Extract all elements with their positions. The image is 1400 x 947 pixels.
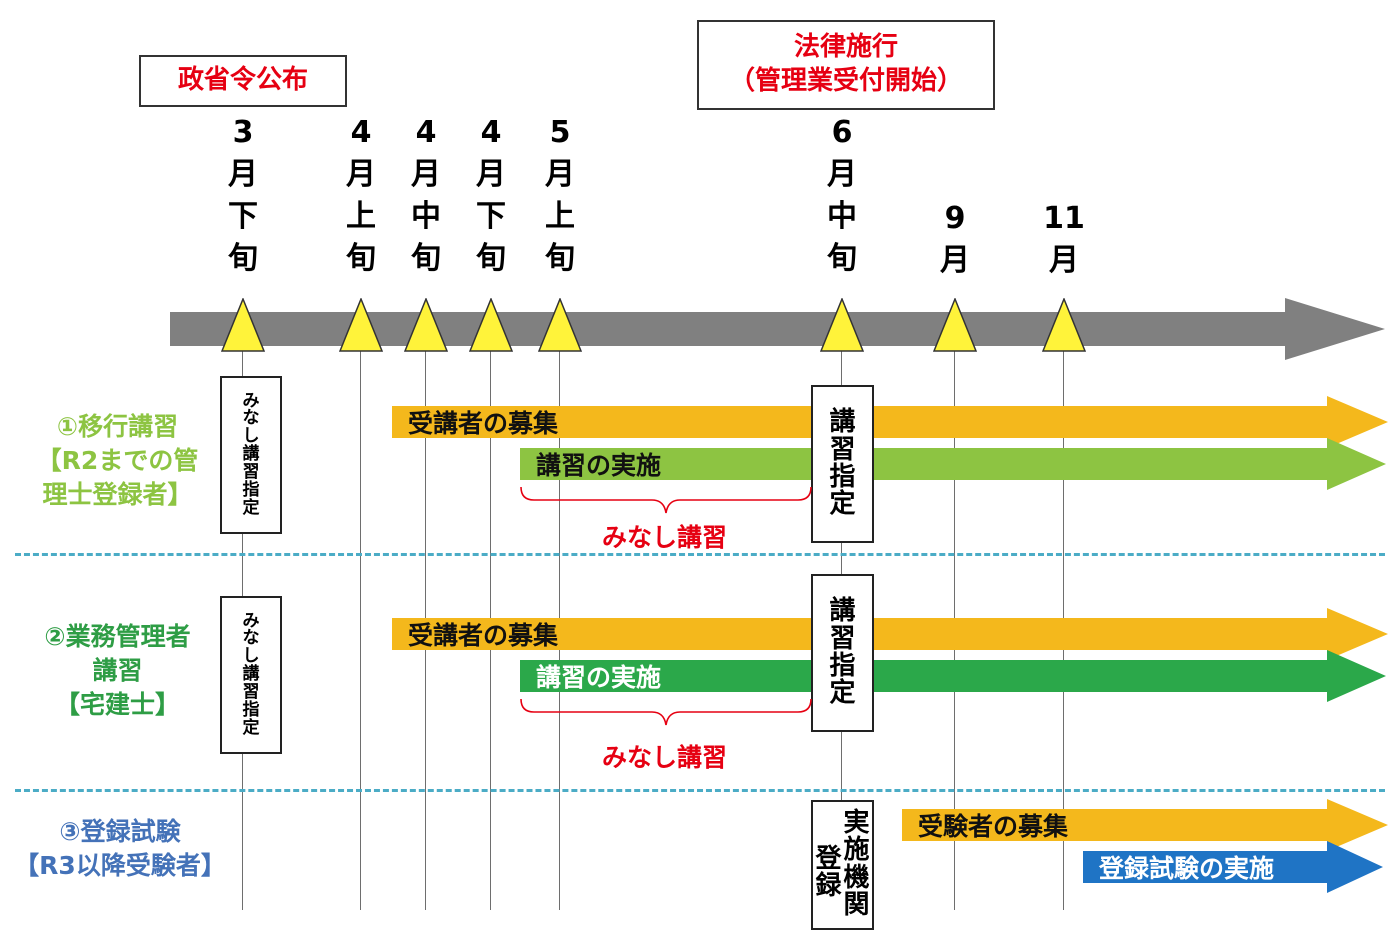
row3-recruit-label: 受験者の募集	[918, 812, 1069, 841]
guide-line-5	[559, 300, 560, 910]
row2-recruit-label: 受講者の募集	[408, 621, 559, 650]
callout-law-line2: （管理業受付開始）	[728, 66, 963, 96]
row1-label-line1: ①移行講習	[56, 412, 179, 441]
row1-label-line3: 理士登録者】	[42, 479, 193, 509]
row1-brace-label: みなし講習	[602, 523, 728, 552]
callout-law-line1: 法律施行	[793, 32, 898, 63]
marker-triangle-8	[1042, 298, 1086, 352]
row2-brace	[520, 698, 812, 726]
row2-label: ②業務管理者 講習 【宅建士】	[20, 620, 215, 721]
row3-exam-label-wrap: 登録試験の実施	[1083, 851, 1274, 883]
row2-conduct-label-wrap: 講習の実施	[520, 660, 661, 692]
row1-label-line2: 【R2までの管	[36, 445, 199, 475]
row3-label: ③登録試験 【R3以降受験者】	[10, 815, 230, 883]
row2-label-line3: 【宅建士】	[54, 689, 180, 719]
marker-triangle-6	[820, 298, 864, 352]
row2-brace-label: みなし講習	[602, 743, 728, 772]
row2-conduct-arrow	[520, 650, 1386, 702]
row3-recruit-arrow	[902, 799, 1388, 851]
callout-decree-text: 政省令公布	[177, 65, 308, 96]
marker-triangle-1	[221, 298, 265, 352]
guide-line-7	[954, 300, 955, 910]
row2-conduct-label: 講習の実施	[536, 663, 662, 692]
row1-recruit-label: 受講者の募集	[408, 409, 559, 438]
row1-conduct-label-wrap: 講習の実施	[520, 448, 661, 480]
marker-triangle-5	[538, 298, 582, 352]
callout-decree-publication: 政省令公布	[139, 55, 347, 107]
marker-triangle-4	[469, 298, 513, 352]
row3-box-col-registration: 登録	[815, 844, 842, 902]
guide-line-3	[425, 300, 426, 910]
row3-exam-label: 登録試験の実施	[1099, 854, 1275, 883]
guide-line-4	[490, 300, 491, 910]
guide-line-2	[360, 300, 361, 910]
row3-label-line1: ③登録試験	[59, 817, 181, 846]
row3-exam-arrow	[1083, 841, 1383, 893]
row3-label-line2: 【R3以降受験者】	[14, 850, 226, 880]
row1-label: ①移行講習 【R2までの管 理士登録者】	[20, 410, 215, 511]
row1-recruit-label-wrap: 受講者の募集	[392, 406, 558, 438]
marker-triangle-7	[933, 298, 977, 352]
guide-line-8	[1063, 300, 1064, 910]
row2-recruit-arrow	[392, 608, 1388, 660]
row1-brace	[520, 486, 812, 514]
row-separator-1	[15, 553, 1385, 556]
row2-label-line2: 講習	[92, 655, 143, 685]
row2-recruit-label-wrap: 受講者の募集	[392, 618, 558, 650]
row1-conduct-arrow	[520, 438, 1386, 490]
row3-registration-box: 登録 実施機関	[811, 800, 874, 930]
marker-triangle-3	[404, 298, 448, 352]
callout-law-enforcement: 法律施行 （管理業受付開始）	[697, 20, 995, 110]
row3-recruit-label-wrap: 受験者の募集	[902, 809, 1068, 841]
row3-box-col-agency: 実施機関	[843, 808, 870, 920]
row2-minashi-shitei-box: みなし講習指定	[220, 596, 282, 754]
row1-conduct-label: 講習の実施	[536, 451, 662, 480]
row1-recruit-arrow	[392, 396, 1388, 448]
row1-koushu-shitei-box: 講習指定	[811, 385, 874, 543]
marker-triangle-2	[339, 298, 383, 352]
row-separator-2	[15, 789, 1385, 792]
row2-label-line1: ②業務管理者	[44, 622, 191, 651]
row2-koushu-shitei-box: 講習指定	[811, 574, 874, 732]
row1-minashi-shitei-box: みなし講習指定	[220, 376, 282, 534]
